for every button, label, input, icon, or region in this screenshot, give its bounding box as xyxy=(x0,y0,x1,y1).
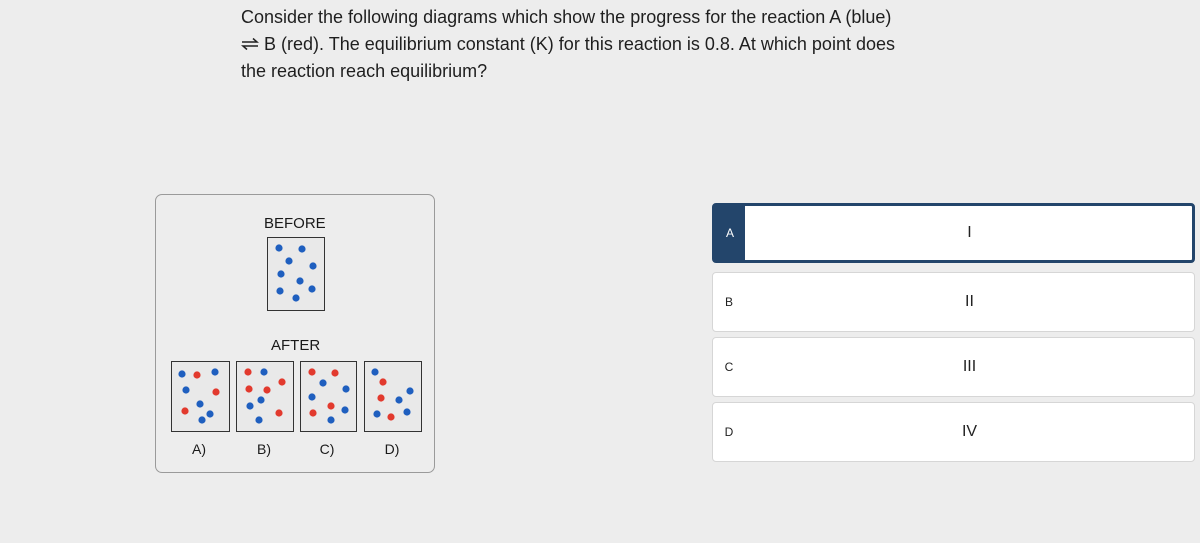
blue-particle xyxy=(341,406,349,414)
before-label: BEFORE xyxy=(264,215,326,232)
before-particles xyxy=(275,244,317,302)
before-box xyxy=(267,237,325,311)
red-particle xyxy=(308,368,316,376)
blue-particle xyxy=(406,387,414,395)
blue-particle xyxy=(308,393,316,401)
blue-particle xyxy=(182,386,190,394)
question-line-2: B (red). The equilibrium constant (K) fo… xyxy=(241,31,961,58)
option-d[interactable]: D IV xyxy=(712,402,1195,462)
question-line-1: Consider the following diagrams which sh… xyxy=(241,7,892,27)
blue-particle xyxy=(277,270,285,278)
blue-particle xyxy=(296,277,304,285)
blue-particle xyxy=(308,285,316,293)
blue-particle xyxy=(276,287,284,295)
blue-particle xyxy=(319,379,327,387)
option-d-letter: D xyxy=(724,425,734,439)
option-c[interactable]: C III xyxy=(712,337,1195,397)
blue-particle xyxy=(246,402,254,410)
blue-particle xyxy=(260,368,268,376)
red-particle xyxy=(379,378,387,386)
after-box-d xyxy=(364,361,422,432)
blue-particle xyxy=(309,262,317,270)
after-box-c xyxy=(300,361,357,432)
box-label-c: C) xyxy=(319,441,335,457)
red-particle xyxy=(275,409,283,417)
red-particle xyxy=(278,378,286,386)
question-line-3: the reaction reach equilibrium? xyxy=(241,61,488,81)
red-particle xyxy=(245,385,253,393)
blue-particle xyxy=(403,408,411,416)
red-particle xyxy=(387,413,395,421)
option-d-text: IV xyxy=(961,423,978,440)
red-particle xyxy=(377,394,385,402)
blue-particle xyxy=(395,396,403,404)
blue-particle xyxy=(342,385,350,393)
after-box-b xyxy=(236,361,294,432)
after-box-a xyxy=(171,361,230,432)
blue-particle xyxy=(178,370,186,378)
blue-particle xyxy=(255,416,263,424)
blue-particle xyxy=(211,368,219,376)
red-particle xyxy=(331,369,339,377)
red-particle xyxy=(263,386,271,394)
red-particle xyxy=(181,407,189,415)
red-particle xyxy=(327,402,335,410)
question-line-2-text: B (red). The equilibrium constant (K) fo… xyxy=(264,34,895,54)
blue-particle xyxy=(373,410,381,418)
blue-particle xyxy=(285,257,293,265)
blue-particle xyxy=(206,410,214,418)
option-c-text: III xyxy=(962,358,977,375)
question-text: Consider the following diagrams which sh… xyxy=(241,4,961,85)
option-c-letter: C xyxy=(724,360,734,374)
blue-particle xyxy=(196,400,204,408)
equilibrium-arrows-icon xyxy=(241,37,259,51)
red-particle xyxy=(244,368,252,376)
blue-particle xyxy=(371,368,379,376)
box-label-d: D) xyxy=(384,441,400,457)
option-a-letter: A xyxy=(715,206,745,260)
after-label: AFTER xyxy=(271,337,321,354)
red-particle xyxy=(193,371,201,379)
option-b[interactable]: B II xyxy=(712,272,1195,332)
box-label-a: A) xyxy=(192,441,206,457)
option-b-text: II xyxy=(965,293,974,310)
option-a[interactable]: A I xyxy=(712,203,1195,263)
blue-particle xyxy=(275,244,283,252)
blue-particle xyxy=(257,396,265,404)
blue-particle xyxy=(327,416,335,424)
red-particle xyxy=(212,388,220,396)
blue-particle xyxy=(292,294,300,302)
reaction-diagram-figure: BEFORE AFTER A) xyxy=(155,194,435,473)
blue-particle xyxy=(198,416,206,424)
option-b-letter: B xyxy=(724,295,733,309)
red-particle xyxy=(309,409,317,417)
option-a-text: I xyxy=(967,224,972,241)
box-label-b: B) xyxy=(257,441,271,457)
blue-particle xyxy=(298,245,306,253)
